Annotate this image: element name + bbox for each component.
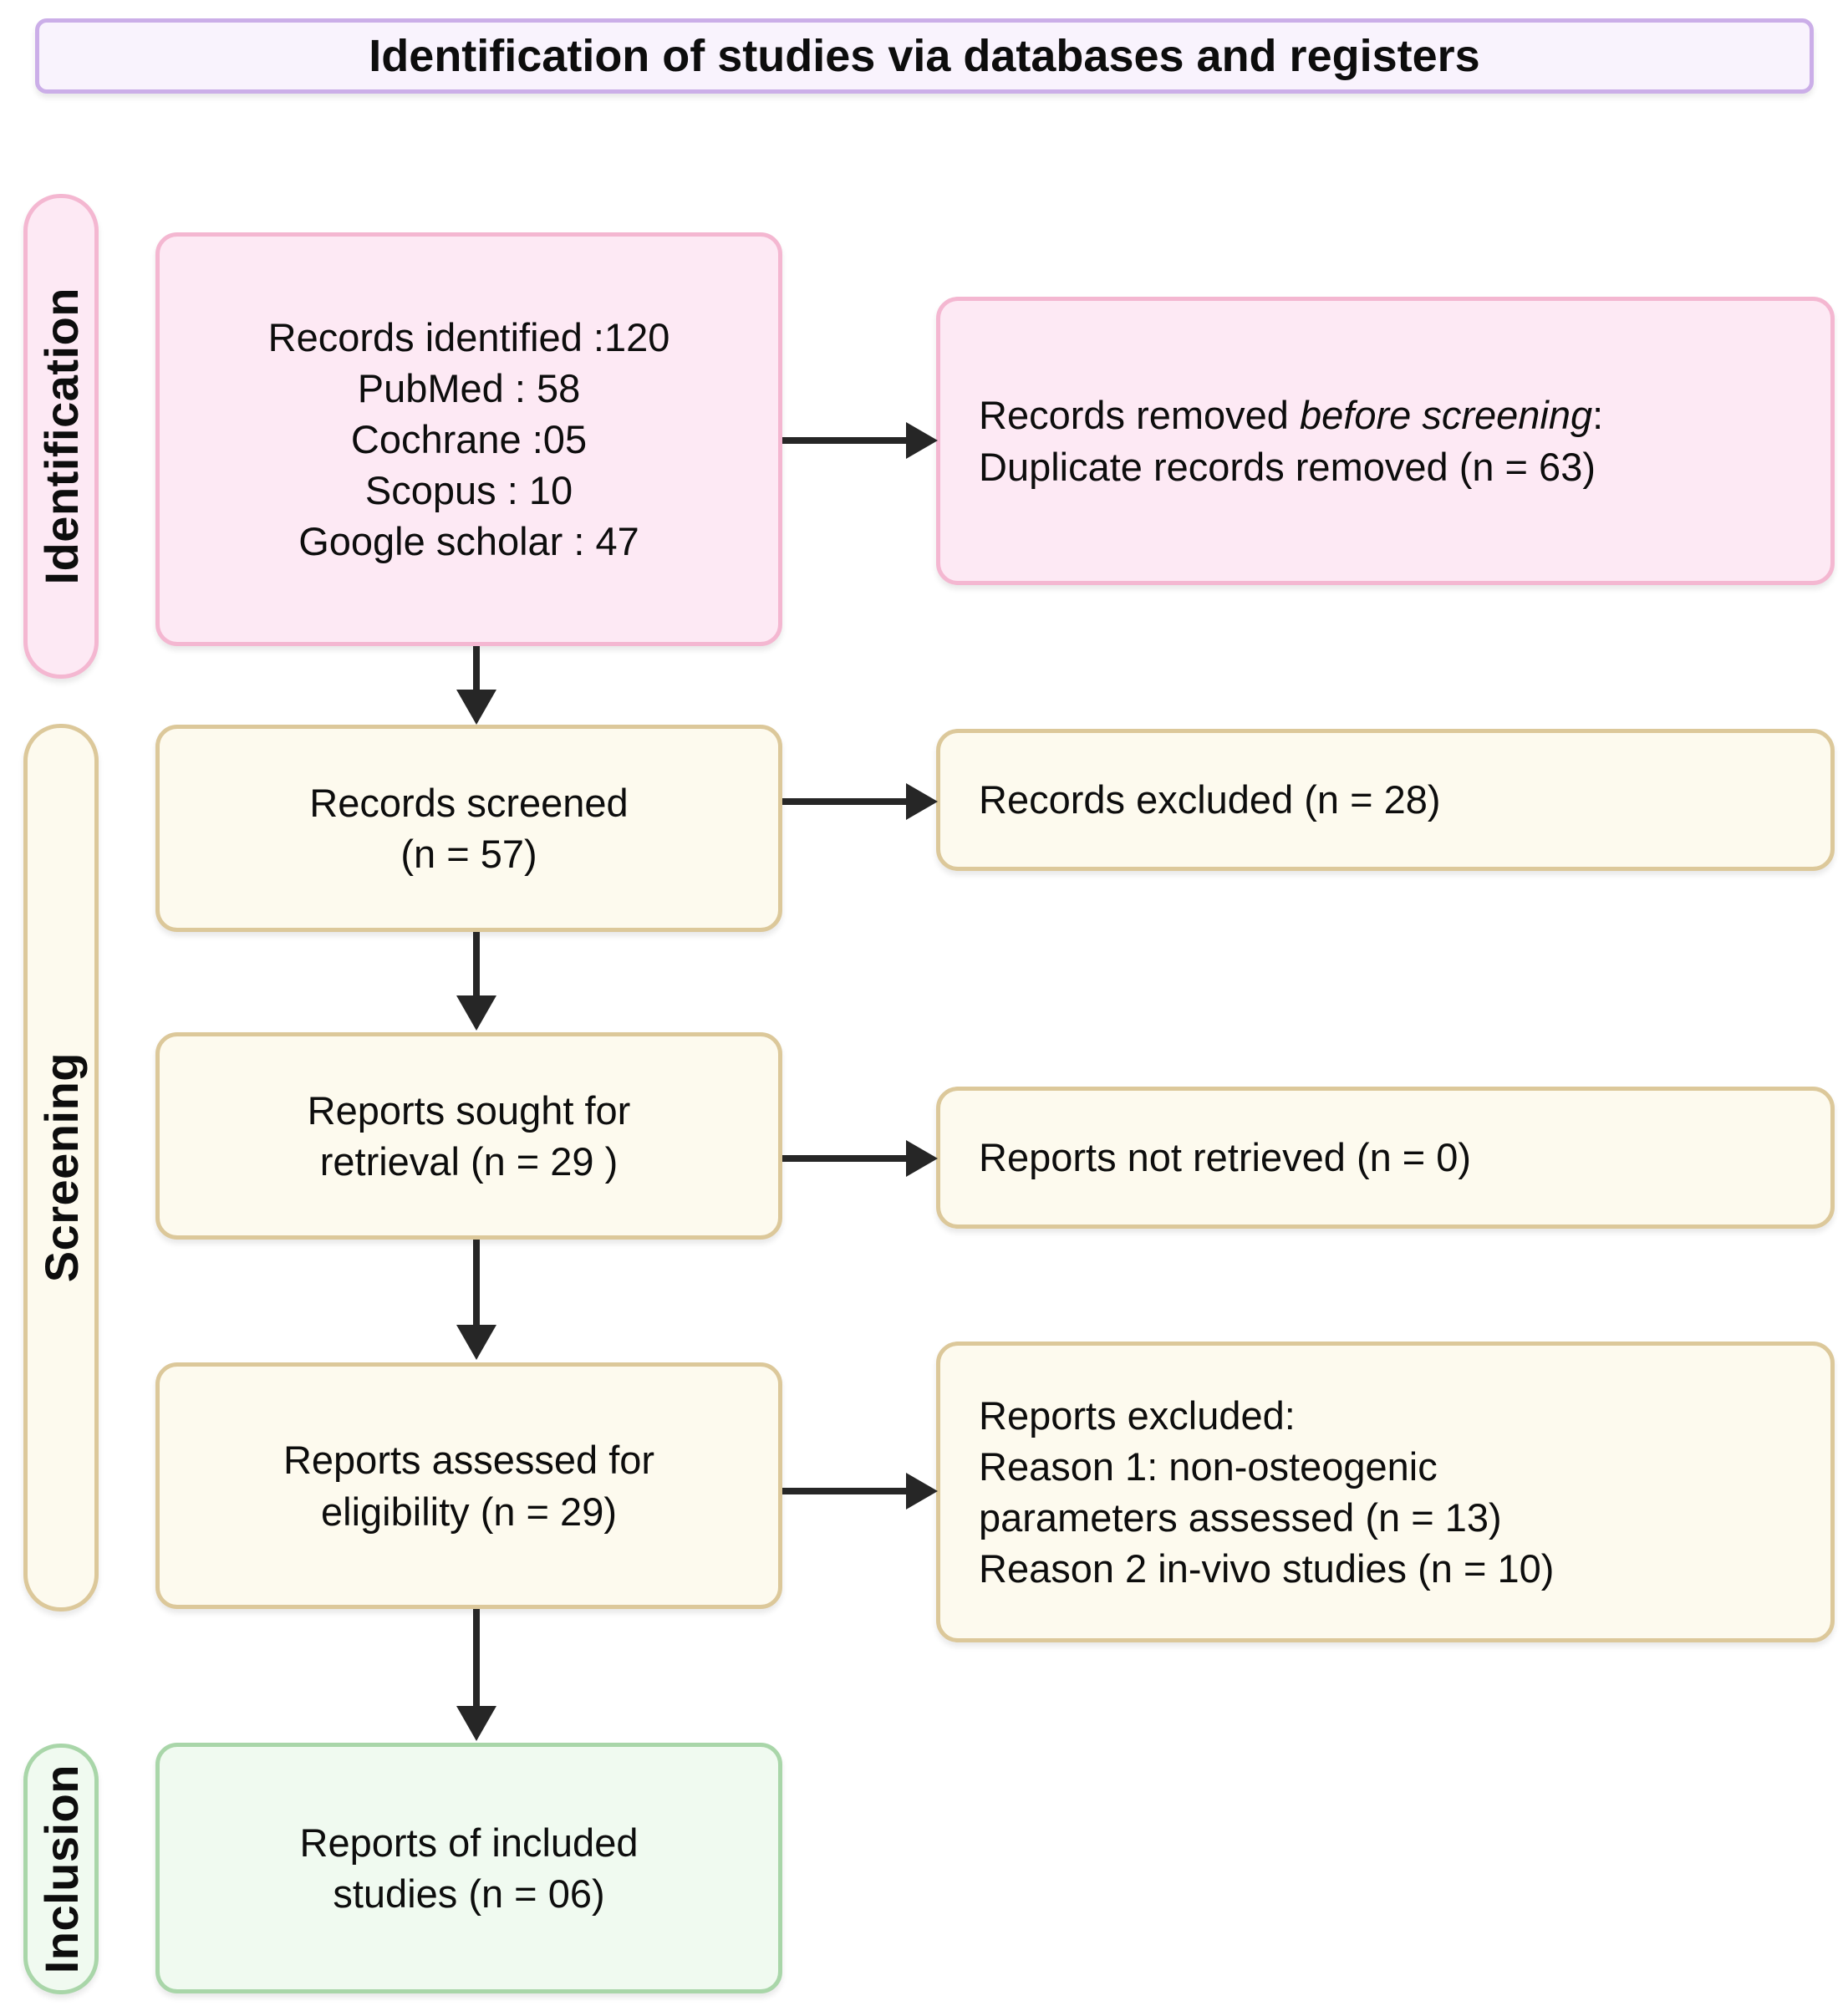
records-removed-line1-italic: before screening [1300,393,1593,438]
node-reports-not-retrieved-text: Reports not retrieved (n = 0) [979,1135,1472,1180]
records-removed-line1-tail: : [1592,393,1604,438]
node-records-screened: Records screened (n = 57) [155,725,782,932]
stage-label-identification: Identification [23,194,99,679]
node-records-removed-text: Records removed before screening: Duplica… [979,389,1830,491]
arrow-head-down-icon [456,1325,496,1360]
arrow-line [782,1155,909,1162]
arrow-head-right-icon [906,1140,938,1177]
node-reports-excluded-text: Reports excluded: Reason 1: non-osteogen… [979,1392,1555,1591]
stage-label-screening: Screening [23,724,99,1611]
arrow-line [473,1609,480,1709]
node-records-screened-text: Records screened (n = 57) [309,780,629,876]
node-records-excluded: Records excluded (n = 28) [936,729,1835,871]
stage-label-inclusion: Inclusion [23,1744,99,1994]
node-reports-sought-for-retrieval-text: Reports sought for retrieval (n = 29 ) [307,1087,631,1184]
arrow-head-right-icon [906,422,938,459]
records-removed-line2: Duplicate records removed (n = 63) [979,444,1596,489]
arrow-line [473,646,480,693]
diagram-title: Identification of studies via databases … [369,31,1480,81]
arrow-line [782,798,909,805]
records-removed-line1-plain: Records removed [979,393,1300,438]
node-records-removed-before-screening: Records removed before screening: Duplica… [936,297,1835,585]
arrow-head-right-icon [906,783,938,820]
arrow-head-right-icon [906,1473,938,1510]
node-reports-of-included-studies: Reports of included studies (n = 06) [155,1743,782,1993]
diagram-header-banner: Identification of studies via databases … [35,18,1814,94]
arrow-head-down-icon [456,690,496,725]
arrow-line [782,1488,909,1494]
node-reports-of-included-studies-text: Reports of included studies (n = 06) [299,1820,639,1916]
node-reports-assessed-for-eligibility-text: Reports assessed for eligibility (n = 29… [283,1438,655,1534]
node-records-identified-text: Records identified :120 PubMed : 58 Coch… [267,314,670,564]
stage-label-screening-text: Screening [34,1052,88,1283]
node-reports-assessed-for-eligibility: Reports assessed for eligibility (n = 29… [155,1362,782,1609]
node-reports-sought-for-retrieval: Reports sought for retrieval (n = 29 ) [155,1032,782,1240]
stage-label-identification-text: Identification [34,288,88,585]
arrow-head-down-icon [456,1706,496,1741]
stage-label-inclusion-text: Inclusion [34,1764,88,1974]
node-records-identified: Records identified :120 PubMed : 58 Coch… [155,232,782,646]
arrow-line [473,1240,480,1328]
node-records-excluded-text: Records excluded (n = 28) [979,777,1441,822]
node-reports-excluded: Reports excluded: Reason 1: non-osteogen… [936,1342,1835,1642]
arrow-line [782,437,909,444]
arrow-line [473,932,480,999]
node-reports-not-retrieved: Reports not retrieved (n = 0) [936,1087,1835,1229]
arrow-head-down-icon [456,995,496,1031]
